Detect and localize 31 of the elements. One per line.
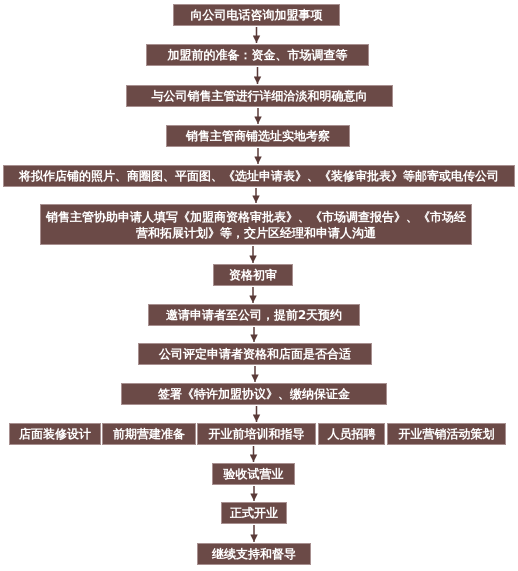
process-box: 公司评定申请者资格和店面是否合适 bbox=[138, 343, 372, 365]
process-box: 验收试营业 bbox=[212, 463, 295, 485]
arrow bbox=[250, 327, 258, 342]
process-box: 与公司销售主管进行详细洽淡和明确意向 bbox=[126, 85, 393, 107]
process-box: 人员招聘 bbox=[318, 423, 385, 445]
process-box: 资格初审 bbox=[213, 264, 293, 286]
process-box: 销售主管协助申请人填写《加盟商资格审批表》、《市场调查报告》、《市场经营和拓展计划》等，交片区经理和申请人沟通 bbox=[40, 204, 472, 245]
process-box: 签署《特许加盟协议》、缴纳保证金 bbox=[121, 383, 387, 405]
arrow bbox=[249, 246, 257, 263]
arrow bbox=[251, 366, 259, 382]
process-box: 邀请申请者至公司，提前2天预约 bbox=[148, 304, 360, 326]
process-box: 继续支持和督导 bbox=[197, 543, 311, 565]
process-box: 前期营建准备 bbox=[102, 423, 196, 445]
arrow bbox=[252, 406, 260, 422]
process-box: 加盟前的准备：资金、市场调查等 bbox=[146, 44, 369, 66]
process-box: 店面装修设计 bbox=[9, 423, 101, 445]
arrow bbox=[254, 108, 262, 124]
arrow bbox=[254, 148, 262, 164]
process-box: 开业前培训和指导 bbox=[197, 423, 316, 445]
process-box: 将拟作店铺的照片、商圈图、平面图、《选址申请表》、《装修审批表》等邮寄或电传公司 bbox=[3, 165, 515, 187]
process-box: 向公司电话咨询加盟事项 bbox=[173, 4, 340, 26]
process-box: 正式开业 bbox=[221, 502, 287, 524]
arrow bbox=[250, 446, 258, 462]
arrow bbox=[250, 486, 258, 501]
process-box: 销售主管商铺选址实地考察 bbox=[166, 125, 350, 147]
arrow bbox=[250, 525, 258, 542]
arrow bbox=[252, 27, 260, 43]
arrow bbox=[252, 188, 260, 203]
arrow bbox=[254, 67, 262, 84]
process-box: 开业营销活动策划 bbox=[387, 423, 506, 445]
arrow bbox=[249, 287, 257, 303]
